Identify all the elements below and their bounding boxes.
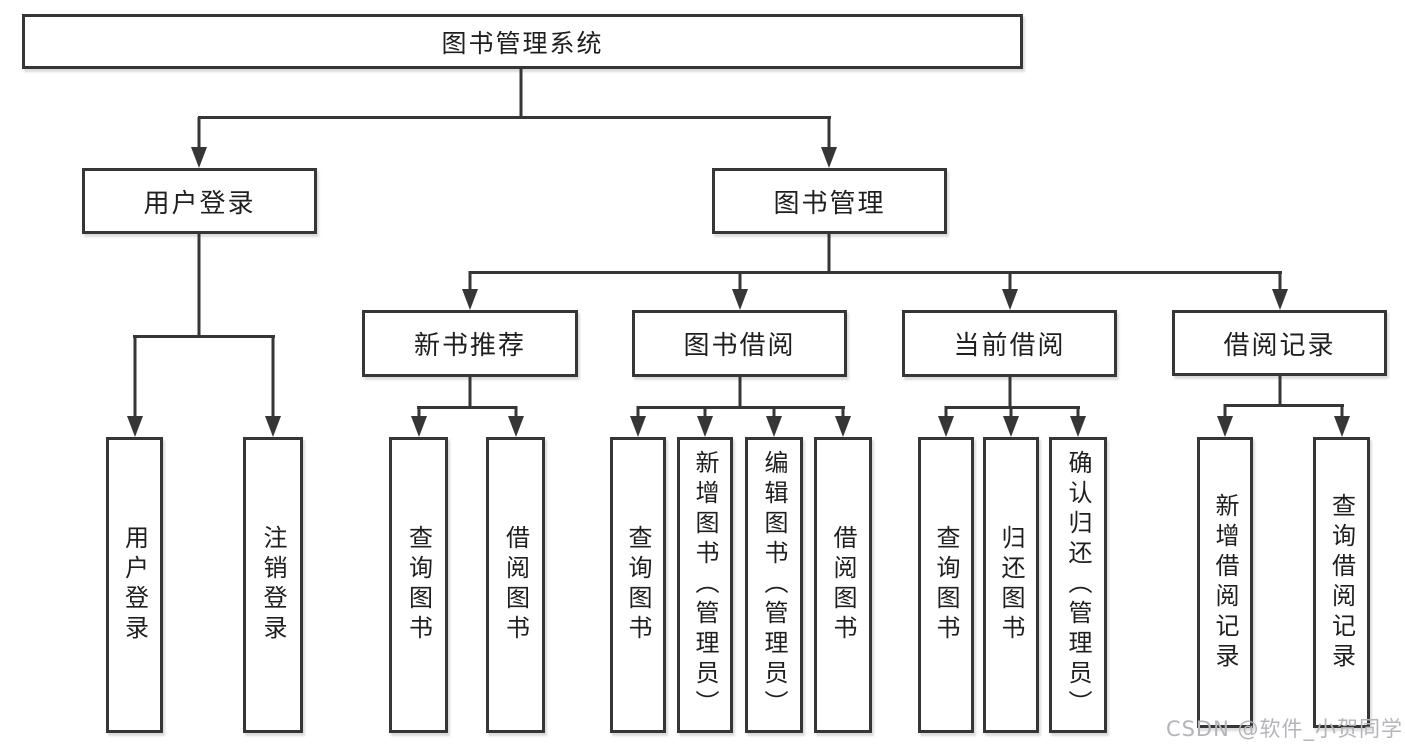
node-book-borrowing-label: 图书借阅 bbox=[683, 331, 796, 361]
connector-line bbox=[468, 271, 1282, 274]
connector-line bbox=[1076, 406, 1080, 418]
leaf-borrowing-add-books: 新增图书（管理员） bbox=[677, 437, 733, 733]
node-borrowing-records-label: 借阅记录 bbox=[1223, 330, 1336, 361]
arrow-down-icon bbox=[835, 416, 851, 437]
arrow-down-icon bbox=[191, 147, 207, 168]
connector-line bbox=[841, 406, 845, 418]
leaf-records-add-record-label: 新增借阅记录 bbox=[1211, 492, 1239, 673]
connector-line bbox=[197, 117, 201, 150]
arrow-down-icon bbox=[697, 416, 713, 437]
leaf-borrowing-borrow-books-label: 借阅图书 bbox=[829, 525, 857, 645]
node-root: 图书管理系统 bbox=[22, 14, 1023, 69]
leaf-current-query-books: 查询图书 bbox=[918, 437, 974, 733]
arrow-down-icon bbox=[821, 147, 837, 168]
leaf-recommend-query-books: 查询图书 bbox=[389, 437, 448, 733]
connector-line bbox=[1278, 376, 1281, 406]
connector-line bbox=[1223, 404, 1227, 418]
leaf-records-query-record: 查询借阅记录 bbox=[1313, 437, 1370, 728]
connector-line bbox=[417, 406, 517, 409]
leaf-recommend-borrow-books-label: 借阅图书 bbox=[501, 525, 530, 645]
leaf-user-login-label: 用户登录 bbox=[120, 525, 149, 645]
leaf-logout: 注销登录 bbox=[243, 437, 303, 733]
leaf-user-login: 用户登录 bbox=[106, 437, 163, 733]
arrow-down-icon bbox=[410, 416, 427, 437]
leaf-borrowing-edit-books: 编辑图书（管理员） bbox=[745, 437, 803, 733]
arrow-down-icon bbox=[1217, 416, 1233, 437]
leaf-current-query-books-label: 查询图书 bbox=[932, 525, 960, 645]
leaf-borrowing-edit-books-label: 编辑图书（管理员） bbox=[760, 450, 788, 720]
arrow-down-icon bbox=[462, 289, 478, 310]
connector-line bbox=[772, 406, 776, 418]
connector-line bbox=[1223, 404, 1344, 407]
arrow-down-icon bbox=[630, 416, 646, 437]
leaf-records-query-record-label: 查询借阅记录 bbox=[1327, 492, 1356, 673]
connector-line bbox=[468, 377, 472, 408]
leaf-borrowing-borrow-books: 借阅图书 bbox=[814, 437, 872, 733]
leaf-current-confirm-return: 确认归还（管理员） bbox=[1049, 437, 1107, 733]
connector-line bbox=[468, 271, 472, 291]
arrow-down-icon bbox=[265, 416, 281, 437]
arrow-down-icon bbox=[1070, 416, 1086, 437]
arrow-down-icon bbox=[1271, 289, 1288, 310]
connector-line bbox=[1340, 404, 1343, 418]
connector-line bbox=[827, 117, 831, 150]
arrow-down-icon bbox=[1333, 416, 1350, 437]
node-book-management: 图书管理 bbox=[712, 168, 947, 234]
arrow-down-icon bbox=[1001, 289, 1018, 310]
arrow-down-icon bbox=[1003, 416, 1019, 437]
node-book-management-label: 图书管理 bbox=[773, 188, 886, 219]
connector-line bbox=[1278, 271, 1281, 291]
connector-line bbox=[1008, 377, 1011, 408]
node-new-book-recommend-label: 新书推荐 bbox=[413, 331, 526, 361]
arrow-down-icon bbox=[731, 289, 748, 310]
arrow-down-icon bbox=[938, 416, 954, 437]
connector-line bbox=[636, 406, 640, 418]
leaf-borrowing-add-books-label: 新增图书（管理员） bbox=[691, 450, 719, 720]
connector-line bbox=[738, 271, 741, 291]
connector-line bbox=[133, 335, 275, 338]
leaf-recommend-query-books-label: 查询图书 bbox=[404, 525, 433, 645]
connector-line bbox=[944, 406, 948, 418]
connector-line bbox=[1009, 406, 1013, 418]
node-user-login: 用户登录 bbox=[82, 168, 317, 234]
node-current-borrowing: 当前借阅 bbox=[902, 310, 1117, 377]
connector-line bbox=[197, 234, 201, 337]
node-current-borrowing-label: 当前借阅 bbox=[953, 331, 1066, 361]
node-user-login-label: 用户登录 bbox=[143, 188, 256, 219]
leaf-recommend-borrow-books: 借阅图书 bbox=[486, 437, 545, 733]
node-new-book-recommend: 新书推荐 bbox=[362, 310, 578, 377]
arrow-down-icon bbox=[766, 416, 782, 437]
csdn-watermark: CSDN @软件_小贺同学 bbox=[1165, 717, 1403, 741]
connector-line bbox=[738, 377, 741, 408]
node-book-borrowing: 图书借阅 bbox=[632, 310, 847, 377]
connector-line bbox=[133, 335, 136, 417]
connector-line bbox=[417, 406, 420, 418]
leaf-logout-label: 注销登录 bbox=[259, 525, 287, 645]
connector-line bbox=[827, 234, 831, 273]
connector-line bbox=[197, 116, 831, 119]
arrow-down-icon bbox=[126, 416, 143, 437]
connector-line bbox=[703, 406, 707, 418]
connector-line bbox=[519, 69, 523, 117]
leaf-records-add-record: 新增借阅记录 bbox=[1197, 437, 1253, 728]
leaf-current-confirm-return-label: 确认归还（管理员） bbox=[1064, 450, 1092, 720]
leaf-borrowing-query-books-label: 查询图书 bbox=[624, 525, 652, 645]
leaf-current-return-books: 归还图书 bbox=[983, 437, 1039, 733]
node-root-label: 图书管理系统 bbox=[441, 28, 604, 58]
connector-line bbox=[636, 406, 845, 409]
leaf-borrowing-query-books: 查询图书 bbox=[610, 437, 666, 733]
leaf-current-return-books-label: 归还图书 bbox=[997, 525, 1025, 645]
connector-line bbox=[514, 406, 517, 418]
connector-line bbox=[271, 335, 275, 417]
connector-line bbox=[1008, 271, 1011, 291]
node-borrowing-records: 借阅记录 bbox=[1172, 310, 1387, 376]
arrow-down-icon bbox=[507, 416, 524, 437]
